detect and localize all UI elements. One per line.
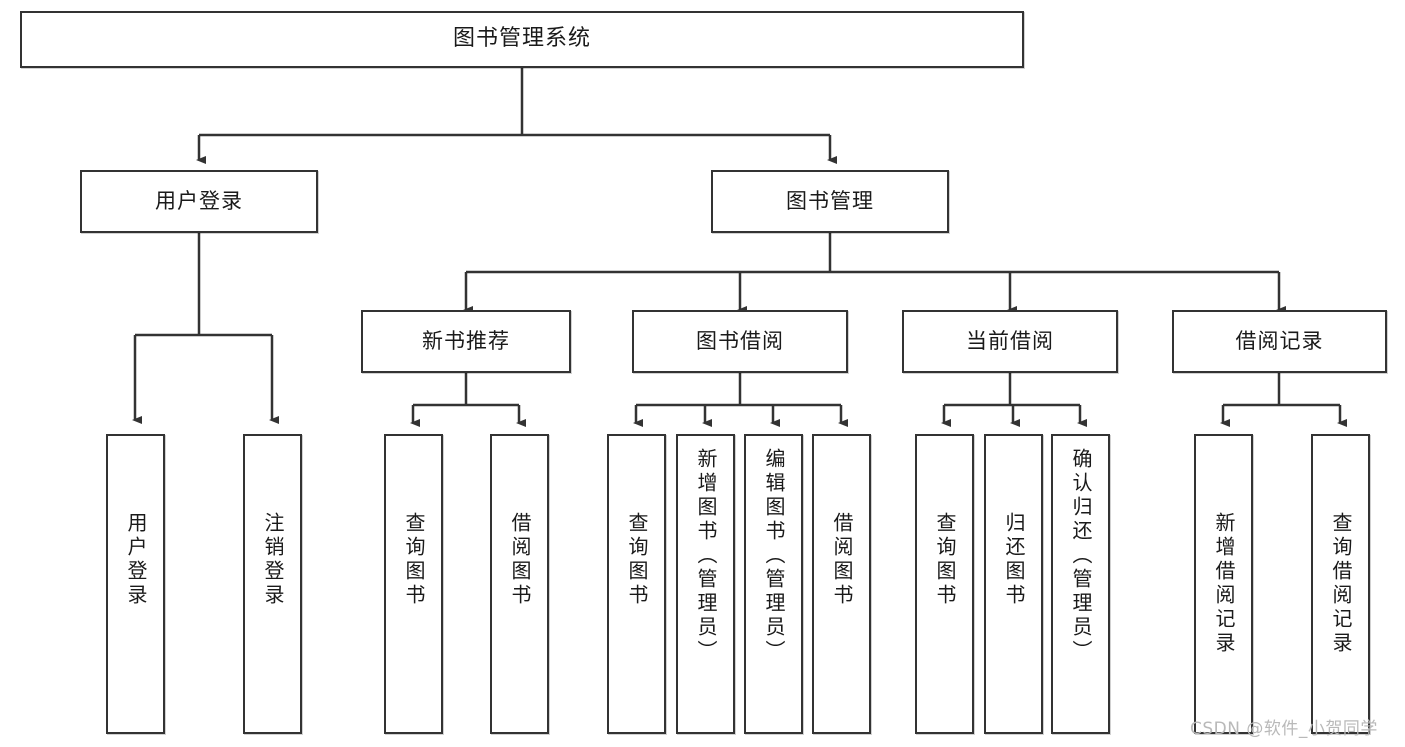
- node-new-book-recommend[interactable]: 新书推荐: [361, 310, 571, 373]
- leaf-user-login-logout[interactable]: 注销登录: [243, 434, 302, 734]
- node-label: 借阅记录: [1235, 328, 1324, 353]
- leaf-current-query-book[interactable]: 查询图书: [915, 434, 974, 734]
- leaf-current-confirm-return-admin[interactable]: 确认归还（管理员）: [1051, 434, 1110, 734]
- node-label: 图书管理: [786, 188, 874, 213]
- node-book-borrow[interactable]: 图书借阅: [632, 310, 848, 373]
- node-label: 新增图书（管理员）: [694, 448, 718, 664]
- node-label: 当前借阅: [966, 328, 1054, 353]
- node-root-system[interactable]: 图书管理系统: [20, 11, 1024, 68]
- leaf-borrow-edit-book-admin[interactable]: 编辑图书（管理员）: [744, 434, 803, 734]
- node-label: 借阅图书: [508, 512, 532, 608]
- node-label: 确认归还（管理员）: [1069, 448, 1093, 664]
- node-label: 用户登录: [155, 188, 243, 213]
- node-book-management[interactable]: 图书管理: [711, 170, 949, 233]
- node-label: 图书管理系统: [452, 26, 591, 52]
- node-label: 查询图书: [933, 512, 957, 608]
- node-label: 注销登录: [261, 512, 285, 608]
- node-label: 归还图书: [1002, 512, 1026, 608]
- leaf-current-return-book[interactable]: 归还图书: [984, 434, 1043, 734]
- watermark-text: CSDN @软件_小贺同学: [1190, 719, 1378, 739]
- node-user-login[interactable]: 用户登录: [80, 170, 318, 233]
- leaf-borrow-query-book[interactable]: 查询图书: [607, 434, 666, 734]
- node-label: 用户登录: [124, 512, 148, 608]
- node-label: 借阅图书: [830, 512, 854, 608]
- node-label: 查询借阅记录: [1329, 512, 1353, 656]
- node-label: 查询图书: [625, 512, 649, 608]
- node-label: 查询图书: [402, 512, 426, 608]
- leaf-borrow-add-book-admin[interactable]: 新增图书（管理员）: [676, 434, 735, 734]
- node-label: 新增借阅记录: [1212, 512, 1236, 656]
- leaf-records-query-record[interactable]: 查询借阅记录: [1311, 434, 1370, 734]
- node-label: 编辑图书（管理员）: [762, 448, 786, 664]
- leaf-records-add-record[interactable]: 新增借阅记录: [1194, 434, 1253, 734]
- node-current-borrow[interactable]: 当前借阅: [902, 310, 1118, 373]
- leaf-borrow-borrow-book[interactable]: 借阅图书: [812, 434, 871, 734]
- node-label: 图书借阅: [696, 328, 784, 353]
- leaf-new-book-borrow[interactable]: 借阅图书: [490, 434, 549, 734]
- leaf-new-book-query[interactable]: 查询图书: [384, 434, 443, 734]
- leaf-user-login-login[interactable]: 用户登录: [106, 434, 165, 734]
- node-borrow-records[interactable]: 借阅记录: [1172, 310, 1387, 373]
- node-label: 新书推荐: [422, 328, 510, 353]
